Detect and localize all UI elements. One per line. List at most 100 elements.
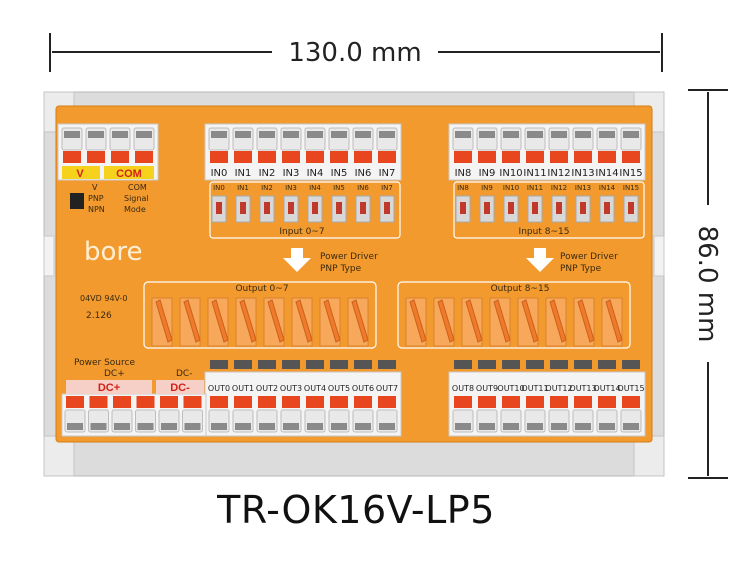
input-frame-b — [453, 181, 645, 239]
v-label: V — [76, 168, 84, 180]
terminal-label: IN8 — [455, 168, 472, 179]
terminal-label: IN12 — [547, 168, 570, 179]
led-silk-label: IN11 — [527, 184, 543, 192]
board-mark: 04VD 94V-0 — [80, 294, 128, 303]
led-indicator — [360, 202, 366, 214]
output-label: OUT10 — [497, 384, 524, 393]
terminal-lever — [598, 396, 616, 408]
terminal-lever — [622, 151, 640, 163]
output-led — [598, 360, 616, 369]
terminal-slot — [623, 131, 639, 138]
mode-jumper[interactable] — [70, 193, 84, 209]
power-source-label: Power Source — [74, 358, 135, 368]
width-dimension: 130.0 mm — [49, 33, 663, 72]
output-drivers-a-frame — [143, 281, 377, 349]
terminal-slot — [90, 423, 107, 430]
terminal-lever — [135, 151, 153, 163]
terminal-slot — [575, 423, 591, 430]
brand-logo: bore — [84, 237, 143, 267]
terminal-slot — [503, 131, 519, 138]
terminal-lever — [136, 396, 155, 408]
terminal-slot — [527, 131, 543, 138]
board-code: 2.126 — [86, 311, 112, 321]
led-silk-label: IN14 — [599, 184, 616, 192]
led-indicator — [216, 202, 222, 214]
output-led — [306, 360, 324, 369]
height-dimension: 86.0 mm — [688, 89, 728, 479]
pnp-type-b: PNP Type — [560, 264, 602, 274]
terminal-slot — [259, 131, 275, 138]
terminal-slot — [307, 423, 323, 430]
driver-lever — [351, 299, 369, 343]
terminal-slot — [112, 131, 128, 138]
com-silk: COM — [128, 183, 147, 192]
driver-lever — [437, 299, 455, 343]
terminal-lever — [258, 396, 276, 408]
led-silk-label: IN3 — [285, 184, 297, 192]
led-indicator — [628, 202, 634, 214]
driver-lever — [239, 299, 257, 343]
output-label: OUT2 — [256, 384, 278, 393]
terminal-lever — [258, 151, 276, 163]
output-label: OUT8 — [452, 384, 474, 393]
terminal-label: IN13 — [571, 168, 594, 179]
terminal-slot — [355, 423, 371, 430]
terminal-lever — [306, 151, 324, 163]
led-indicator — [288, 202, 294, 214]
led-indicator — [508, 202, 514, 214]
terminal-label: IN6 — [355, 168, 372, 179]
output-led — [622, 360, 640, 369]
terminal-lever — [502, 396, 520, 408]
terminal-lever — [111, 151, 129, 163]
output-drivers-b-frame — [397, 281, 631, 349]
terminal-slot — [137, 423, 154, 430]
terminal-label: IN5 — [331, 168, 348, 179]
output-led — [526, 360, 544, 369]
width-label: 130.0 mm — [288, 38, 421, 68]
terminal-slot — [161, 423, 177, 430]
led-indicator — [484, 202, 490, 214]
led-silk-label: IN8 — [457, 184, 469, 192]
led-silk-label: IN15 — [623, 184, 639, 192]
terminal-lever — [574, 151, 592, 163]
output-label: OUT15 — [617, 384, 644, 393]
terminal-slot — [479, 423, 495, 430]
led-indicator — [336, 202, 342, 214]
terminal-lever — [354, 151, 372, 163]
dc-plus-label: DC+ — [98, 382, 120, 394]
terminal-slot — [527, 423, 543, 430]
terminal-lever — [378, 396, 396, 408]
led-silk-label: IN6 — [357, 184, 369, 192]
terminal-lever — [574, 396, 592, 408]
terminal-slot — [283, 423, 299, 430]
terminal-label: IN3 — [283, 168, 300, 179]
power-driver-a: Power Driver — [320, 252, 378, 262]
driver-lever — [267, 299, 285, 343]
terminal-lever — [502, 151, 520, 163]
terminal-lever — [183, 396, 202, 408]
output-led — [330, 360, 348, 369]
signal-label: Signal — [124, 194, 149, 203]
terminal-lever — [210, 151, 228, 163]
led-silk-label: IN0 — [213, 184, 225, 192]
terminal-slot — [184, 423, 201, 430]
driver-lever — [549, 299, 567, 343]
terminal-slot — [211, 423, 227, 430]
terminal-label: IN1 — [235, 168, 252, 179]
terminal-label: IN10 — [499, 168, 522, 179]
output-led — [258, 360, 276, 369]
terminal-slot — [379, 423, 395, 430]
led-silk-label: IN9 — [481, 184, 493, 192]
terminal-slot — [235, 131, 251, 138]
output-label: OUT12 — [545, 384, 572, 393]
led-indicator — [580, 202, 586, 214]
input-group-a-label: Input 0~7 — [279, 227, 324, 237]
led-indicator — [556, 202, 562, 214]
terminal-slot — [379, 131, 395, 138]
output-led — [210, 360, 228, 369]
output-label: OUT9 — [476, 384, 498, 393]
terminal-lever — [478, 151, 496, 163]
terminal-lever — [550, 396, 568, 408]
power-driver-b: Power Driver — [560, 252, 618, 262]
